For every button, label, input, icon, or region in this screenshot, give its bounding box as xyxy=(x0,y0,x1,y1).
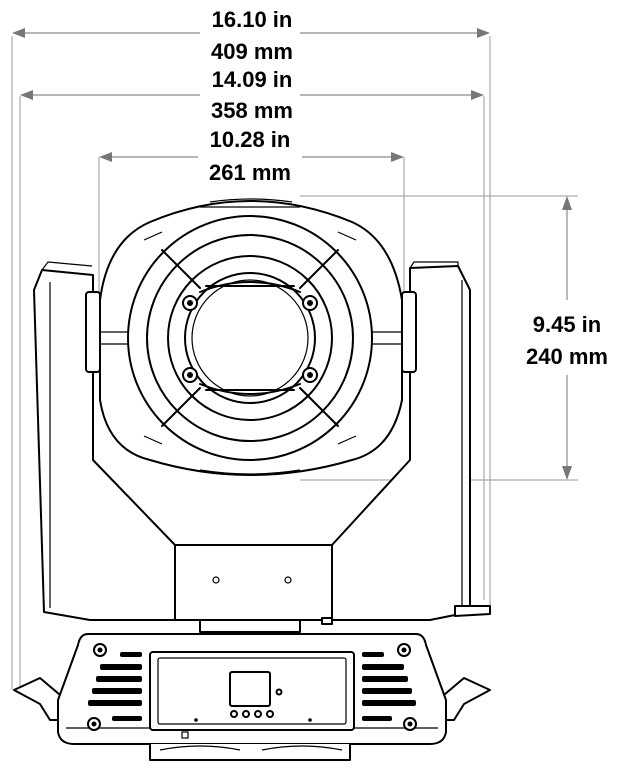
down-button xyxy=(254,710,262,718)
base-rail-detail xyxy=(159,745,241,751)
vent-slot xyxy=(337,231,357,241)
screw-icon xyxy=(302,367,318,383)
base-rail xyxy=(149,744,351,761)
arm-width-millimeters: 358 mm xyxy=(211,98,293,123)
arrowhead-right xyxy=(391,152,404,162)
yoke-center-block xyxy=(174,544,333,621)
overall-width-millimeters: 409 mm xyxy=(211,39,293,64)
moving-head xyxy=(99,198,403,476)
base xyxy=(13,633,491,761)
lens-housing-ring xyxy=(146,234,354,442)
arrowhead-right xyxy=(477,28,490,38)
dimension-head-width: 10.28 in 261 mm xyxy=(98,127,405,300)
screw-icon xyxy=(182,295,198,311)
right-arm-top xyxy=(409,261,459,269)
yoke-neck xyxy=(199,619,301,633)
menu-button xyxy=(230,710,238,718)
head-height-millimeters: 240 mm xyxy=(526,344,608,369)
dimension-head-height: 9.45 in 240 mm xyxy=(300,195,608,481)
head-width-inches: 10.28 in xyxy=(210,127,291,152)
overall-width-inches: 16.10 in xyxy=(212,7,293,32)
latch xyxy=(181,731,189,739)
head-bottom-ridge xyxy=(199,469,301,475)
latch xyxy=(321,617,333,625)
screw-icon xyxy=(87,717,101,731)
left-tilt-knob xyxy=(85,291,101,373)
right-vent-grille xyxy=(362,652,416,721)
front-lens-inner xyxy=(191,279,309,397)
arrowhead-left xyxy=(20,90,33,100)
arrowhead-left xyxy=(12,28,25,38)
lens-bezel xyxy=(167,255,333,421)
lens-grip-bottom xyxy=(199,383,301,395)
left-arm-top xyxy=(41,261,93,271)
enter-button xyxy=(266,710,274,718)
lcd-display xyxy=(229,671,271,707)
screw-icon xyxy=(284,576,292,584)
head-brace xyxy=(299,249,339,289)
arrowhead-left xyxy=(99,152,112,162)
dimension-overall-width: 16.10 in 409 mm xyxy=(11,7,491,690)
screw-icon xyxy=(182,367,198,383)
head-height-inches: 9.45 in xyxy=(533,312,601,337)
yoke xyxy=(33,261,491,633)
lens-grip-top xyxy=(199,281,301,293)
screw-icon xyxy=(93,643,107,657)
screw-icon xyxy=(308,718,312,722)
ir-sensor-icon xyxy=(275,688,283,696)
screw-icon xyxy=(212,576,220,584)
screw-icon xyxy=(194,718,198,722)
screw-icon xyxy=(397,643,411,657)
dimension-arm-width: 14.09 in 358 mm xyxy=(19,67,485,690)
arrowhead-up xyxy=(562,196,572,210)
right-tilt-knob xyxy=(401,291,417,373)
head-top-ridge xyxy=(209,198,293,203)
head-brace xyxy=(161,249,201,289)
up-button xyxy=(242,710,250,718)
left-vent-grille xyxy=(88,652,142,721)
front-lens xyxy=(184,272,316,404)
tilt-lock-handle xyxy=(454,605,491,617)
vent-slot xyxy=(143,231,163,241)
head-brace xyxy=(299,387,339,427)
head-width-millimeters: 261 mm xyxy=(209,160,291,185)
head-brace xyxy=(161,387,201,427)
vent-slot xyxy=(143,435,163,445)
screw-icon xyxy=(403,717,417,731)
arm-width-inches: 14.09 in xyxy=(212,67,293,92)
base-rail-detail xyxy=(261,745,343,751)
arrowhead-right xyxy=(471,90,484,100)
vent-slot xyxy=(337,435,357,445)
control-panel-inset xyxy=(157,657,347,725)
arrowhead-down xyxy=(562,466,572,480)
screw-icon xyxy=(302,295,318,311)
